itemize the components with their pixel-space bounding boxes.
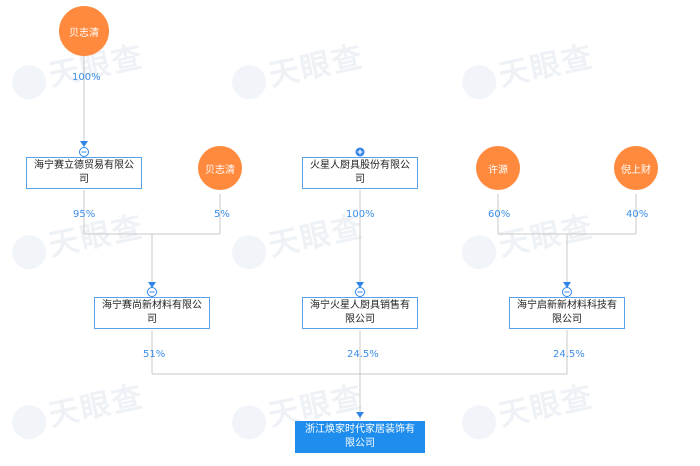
company-target[interactable]: 浙江焕家时代家居装饰有限公司 <box>295 421 425 453</box>
person-xu-yuan[interactable]: 许源 <box>476 146 520 190</box>
pct-ni-to-qixin: 40% <box>626 209 649 220</box>
collapse-toggle-qixin[interactable] <box>562 287 572 297</box>
collapse-toggle-sailide[interactable] <box>79 147 89 157</box>
collapse-toggle-saishang[interactable] <box>147 287 157 297</box>
arrow-head <box>563 282 571 288</box>
collapse-toggle-sales[interactable] <box>355 287 365 297</box>
pct-saishang-to-target: 51% <box>143 349 166 360</box>
company-huoxing-kitchen[interactable]: 火星人厨具股份有限公司 <box>302 157 418 189</box>
company-saishang[interactable]: 海宁赛尚新材料有限公司 <box>94 297 210 329</box>
person-bei-zhiqing-top[interactable]: 贝志清 <box>59 6 109 56</box>
expand-toggle-kitchen[interactable] <box>355 147 365 157</box>
person-bei-zhiqing[interactable]: 贝志清 <box>198 146 242 190</box>
company-huoxing-sales[interactable]: 海宁火星人厨具销售有限公司 <box>302 297 418 329</box>
arrow-head <box>148 282 156 288</box>
pct-qixin-to-target: 24.5% <box>553 349 585 360</box>
arrow-head <box>356 412 364 418</box>
arrow-head <box>80 141 88 147</box>
company-sailide[interactable]: 海宁赛立德贸易有限公司 <box>26 157 142 189</box>
pct-bei-to-saishang: 5% <box>214 209 230 220</box>
company-qixin[interactable]: 海宁启新新材料科技有限公司 <box>509 297 625 329</box>
pct-xu-to-qixin: 60% <box>488 209 511 220</box>
pct-kitchen-to-sales: 100% <box>346 209 375 220</box>
pct-bei-to-sailide: 100% <box>72 72 101 83</box>
pct-sailide-to-saishang: 95% <box>73 209 96 220</box>
arrow-head <box>356 282 364 288</box>
pct-sales-to-target: 24.5% <box>347 349 379 360</box>
person-ni-shangcai[interactable]: 倪上财 <box>614 146 658 190</box>
